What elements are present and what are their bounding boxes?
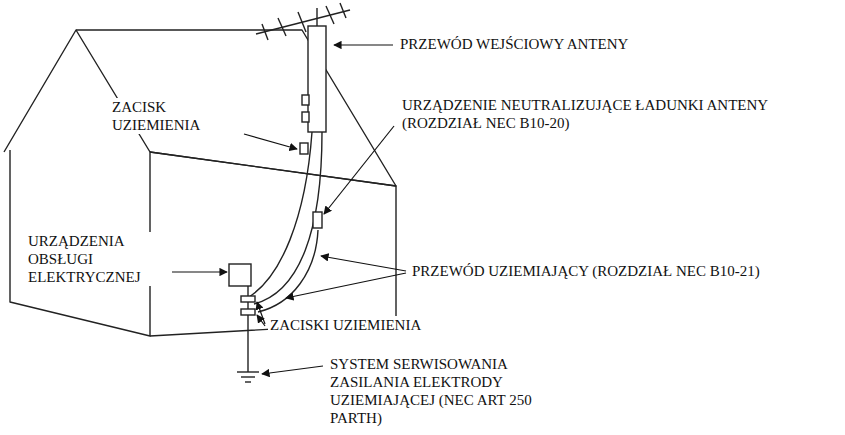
leader-line [262,366,323,374]
antenna-element [262,24,268,40]
callout-label: ZACISK UZIEMIENIA [110,98,244,134]
callout-label: ZACISKI UZIEMIENIA [268,316,423,334]
callout-label: PRZEWÓD UZIEMIAJĄCY (ROZDZIAŁ NEC B10-21… [410,262,762,280]
callout-label: SYSTEM SERWISOWANIA ZASILANIA ELEKTRODY … [328,355,547,427]
leader-line [324,126,394,214]
leader-line [172,271,227,272]
leader-line [257,315,265,326]
mast-top [316,8,317,26]
ground-symbol [245,381,251,382]
leader-line [321,256,406,271]
ground-symbol [241,376,255,377]
callout-label: URZĄDZENIE NEUTRALIZUJĄCE ŁADUNKI ANTENY… [400,96,804,132]
callout-label: PRZEWÓD WEJŚCIOWY ANTENY [398,35,630,53]
callout-label: URZĄDZENIA OBSŁUGI ELEKTRYCZNEJ [26,232,172,286]
ground-clamp [241,296,255,302]
ground-wire [258,230,318,312]
ground-clamp [241,309,255,315]
ground-clamp [300,143,308,154]
antenna-element [278,18,286,36]
ground-clamp [302,95,309,105]
antenna-element [298,12,306,32]
ground-symbol [237,371,259,372]
ground-clamp [302,112,309,122]
front-wall [150,152,396,336]
leader-line [334,44,393,45]
antenna-boom [256,10,350,34]
lead-in-wire [254,132,322,304]
leader-line [286,273,406,298]
electric-service-box [229,264,251,286]
discharge-unit [313,212,322,228]
antenna-element [340,3,346,18]
lead-in-wire [244,132,312,300]
antenna-element [326,6,334,24]
front-roof [76,30,396,186]
antenna-mast [308,26,326,132]
leader-line [244,134,297,149]
